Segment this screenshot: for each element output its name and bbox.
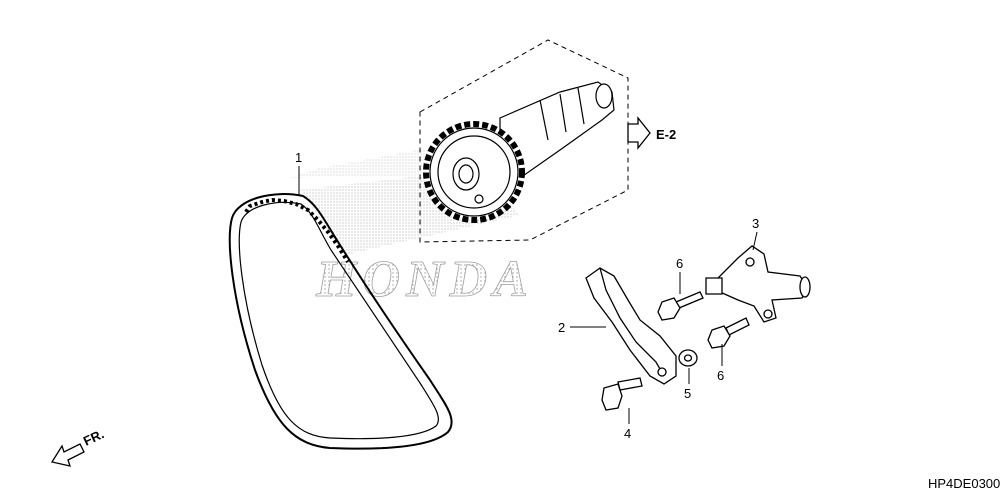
- bolt-lower: [707, 317, 750, 349]
- honda-watermark: HONDA: [315, 251, 534, 308]
- front-direction-label: FR.: [81, 426, 106, 448]
- tensioner-slipper: [585, 267, 677, 385]
- leader-lines: [298, 166, 758, 424]
- callout-6-upper: 6: [676, 256, 683, 271]
- callout-2: 2: [558, 320, 565, 335]
- camshaft-group-frame: [419, 39, 629, 243]
- bolt-upper: [657, 291, 704, 321]
- front-direction-arrow-icon: [50, 443, 85, 467]
- washer: [678, 349, 698, 367]
- callout-1: 1: [295, 150, 302, 165]
- flange-bolt: [601, 377, 643, 411]
- reference-label: E-2: [656, 127, 676, 142]
- cam-chain: [228, 193, 453, 450]
- camshaft-sprocket: [423, 81, 615, 223]
- tensioner-lifter: [705, 245, 811, 323]
- callout-3: 3: [752, 216, 759, 231]
- diagram-code: HP4DE0300: [928, 476, 1000, 491]
- callout-5: 5: [684, 386, 691, 401]
- callout-6-lower: 6: [717, 368, 724, 383]
- reference-arrow-icon: [627, 116, 651, 150]
- callout-4: 4: [624, 426, 631, 441]
